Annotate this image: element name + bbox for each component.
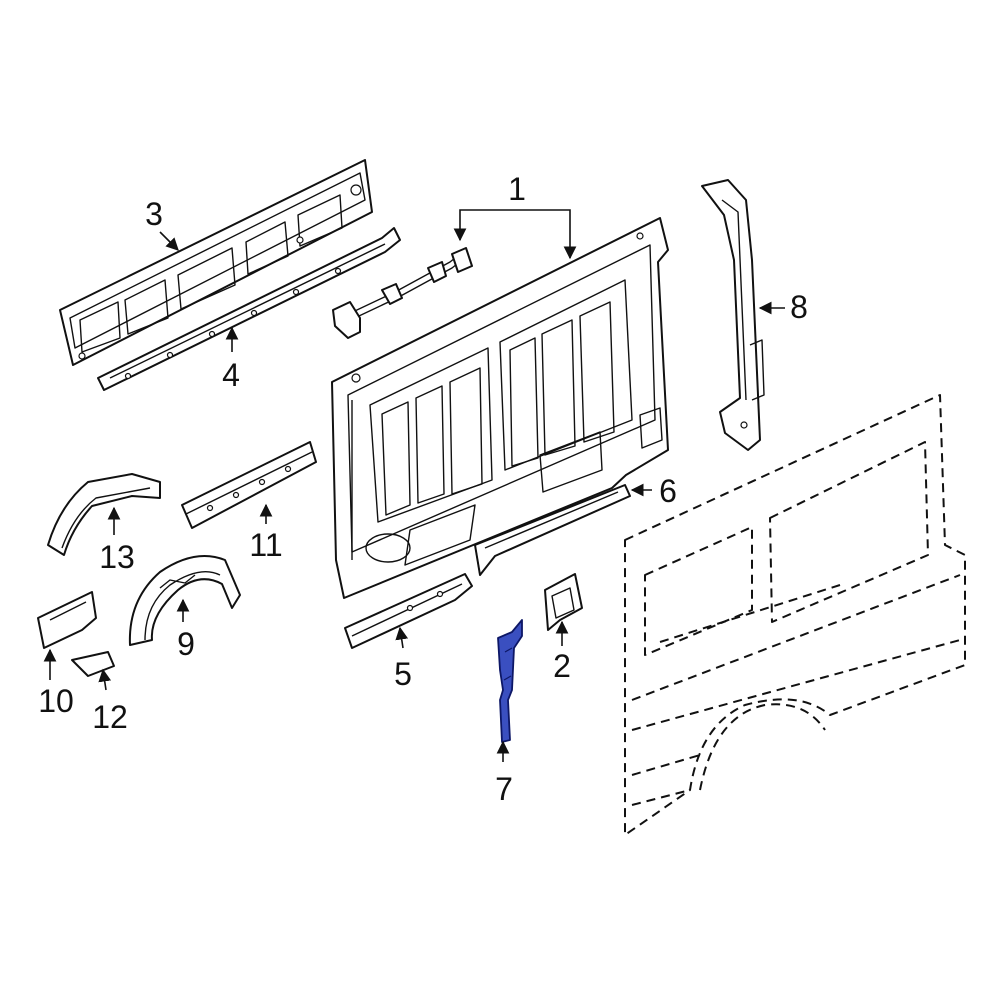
callout-8: 8 <box>790 289 808 325</box>
van-body-outline <box>624 394 966 836</box>
leader-5 <box>395 626 409 649</box>
part-3-upper-rail <box>59 159 373 366</box>
callout-4: 4 <box>222 357 240 393</box>
callout-11: 11 <box>249 527 282 563</box>
part-10-bracket <box>37 591 97 649</box>
part-7-highlighted-bracket <box>497 619 523 743</box>
part-8-pillar <box>701 179 765 451</box>
part-1-harness <box>332 247 473 339</box>
callout-13: 13 <box>99 539 135 575</box>
part-6-sill-reinforcement <box>474 484 631 576</box>
callout-6: 6 <box>659 473 677 509</box>
part-2-bracket <box>544 573 583 631</box>
callout-3: 3 <box>145 196 163 232</box>
callout-12: 12 <box>92 699 128 735</box>
part-11-rail <box>181 441 317 529</box>
leader-lines <box>43 209 785 762</box>
leader-3 <box>159 231 179 251</box>
callout-labels: 1 2 3 4 5 6 7 8 9 10 11 12 13 <box>38 171 808 807</box>
part-1-side-panel <box>331 217 669 599</box>
leader-12 <box>98 668 112 691</box>
callout-2: 2 <box>553 648 571 684</box>
part-13-arch-upper <box>47 473 161 556</box>
part-4-lower-rail <box>97 227 401 391</box>
leader-1-right <box>517 209 577 260</box>
callout-1: 1 <box>508 171 526 207</box>
callout-7: 7 <box>495 771 513 807</box>
callout-10: 10 <box>38 683 74 719</box>
callout-5: 5 <box>394 656 412 692</box>
part-9-arch-liner <box>128 555 241 646</box>
part-5-lower-sill <box>344 573 473 649</box>
leader-1-left <box>453 209 517 242</box>
part-12-plate <box>71 651 115 677</box>
callout-9: 9 <box>177 626 195 662</box>
